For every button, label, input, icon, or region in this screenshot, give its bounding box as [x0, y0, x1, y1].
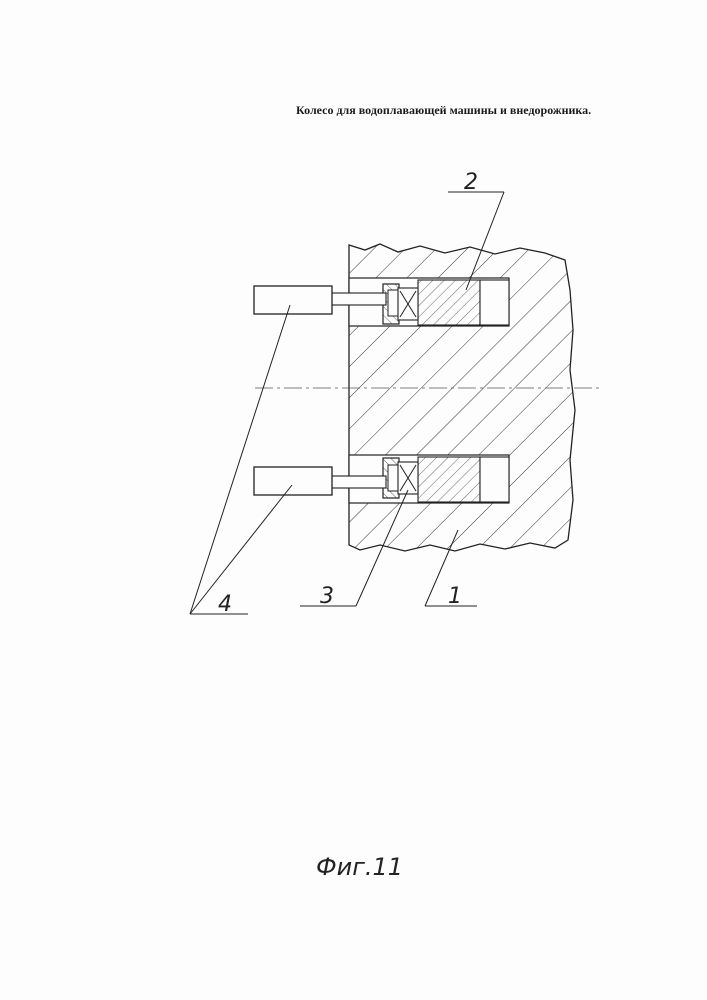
lower-insert	[418, 457, 509, 502]
lower-seal	[383, 458, 418, 498]
label-part-4: 4	[218, 592, 232, 617]
label-part-3: 3	[320, 584, 334, 609]
label-part-2: 2	[464, 170, 478, 195]
upper-insert	[418, 280, 509, 325]
label-part-1: 1	[448, 584, 462, 609]
upper-seal	[383, 284, 418, 324]
figure-caption: Фиг.11	[316, 853, 403, 881]
